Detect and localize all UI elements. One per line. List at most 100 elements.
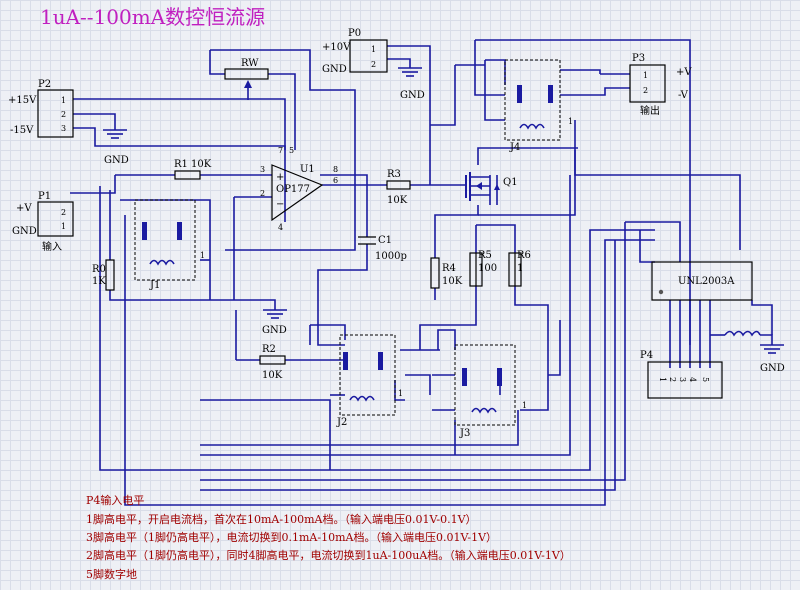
svg-text:J4: J4	[509, 142, 520, 153]
resistor-r3: R3 10K	[386, 169, 411, 206]
relay-j2: J2 1	[336, 334, 403, 428]
svg-text:3: 3	[61, 124, 66, 133]
note-line-2: 2脚高电平（1脚仍高电平），同时4脚高电平，电流切换到1uA-100uA档。（输…	[86, 549, 571, 562]
svg-text:2: 2	[61, 208, 66, 217]
relay-j1: J1 1	[134, 199, 205, 291]
svg-text:R2: R2	[262, 344, 276, 355]
svg-text:R0: R0	[92, 264, 106, 275]
svg-text:U1: U1	[300, 164, 315, 175]
note-line-1: 1脚高电平，开启电流档，首次在10mA-100mA档。（输入端电压0.01V-0…	[86, 513, 477, 526]
svg-text:输出: 输出	[640, 104, 660, 117]
svg-text:J3: J3	[459, 428, 470, 439]
svg-text:J1: J1	[149, 280, 160, 291]
svg-text:R1: R1	[174, 159, 188, 170]
connector-p3: P3 1 2 +V -V 输出	[629, 53, 692, 117]
svg-text:1: 1	[522, 401, 527, 410]
wires	[70, 39, 773, 506]
svg-text:100: 100	[478, 263, 497, 274]
svg-text:GND: GND	[322, 64, 347, 75]
svg-text:GND: GND	[760, 363, 785, 374]
gnd-symbol-p4: GND	[760, 344, 785, 374]
resistor-r2: R2 10K	[259, 344, 286, 381]
svg-text:10K: 10K	[387, 195, 408, 206]
resistor-r0: R0 1K	[92, 259, 115, 291]
svg-text:Q1: Q1	[503, 177, 518, 188]
svg-text:+V: +V	[16, 203, 32, 214]
capacitor-c1: C1 1000p	[358, 235, 407, 262]
svg-text:6: 6	[333, 176, 338, 185]
svg-text:10K: 10K	[442, 276, 463, 287]
svg-text:2: 2	[260, 189, 265, 198]
svg-text:3: 3	[260, 165, 265, 174]
svg-text:-V: -V	[678, 90, 689, 101]
connector-p1: P1 2 1 +V GND 输入	[12, 191, 74, 253]
svg-text:R5: R5	[478, 250, 492, 261]
gnd-symbol-main: GND	[262, 309, 287, 336]
svg-text:+: +	[276, 172, 284, 183]
svg-text:1000p: 1000p	[375, 251, 407, 262]
svg-text:GND: GND	[104, 155, 129, 166]
svg-text:P0: P0	[348, 28, 361, 39]
resistor-r1: R1 10K	[174, 159, 212, 180]
svg-text:2: 2	[643, 86, 648, 95]
svg-text:C1: C1	[378, 235, 392, 246]
gnd-symbol-p2: GND	[103, 129, 129, 166]
resistor-r6: R6 1	[508, 250, 531, 287]
svg-text:1: 1	[643, 71, 648, 80]
note-line-5: 5脚数字地	[86, 568, 137, 581]
svg-text:-15V: -15V	[10, 125, 34, 136]
relay-j4: J4 1	[504, 59, 573, 153]
svg-text:+V: +V	[676, 67, 692, 78]
svg-text:+10V: +10V	[322, 42, 351, 53]
resistor-r5: R5 100	[469, 250, 497, 287]
svg-text:3: 3	[678, 377, 687, 382]
svg-text:J2: J2	[336, 417, 347, 428]
svg-text:10K: 10K	[191, 159, 212, 170]
resistor-r4: R4 10K	[430, 257, 463, 289]
svg-text:4: 4	[278, 223, 283, 232]
svg-text:GND: GND	[400, 90, 425, 101]
note-line-3: 3脚高电平（1脚仍高电平），电流切换到0.1mA-10mA档。（输入端电压0.0…	[86, 531, 498, 544]
svg-text:1: 1	[61, 96, 66, 105]
svg-text:R6: R6	[517, 250, 531, 261]
ic-uln2003a: UNL2003A	[651, 261, 753, 301]
potentiometer-rw: RW	[224, 58, 269, 88]
svg-text:1K: 1K	[92, 276, 106, 287]
mosfet-q1: Q1	[465, 172, 518, 205]
opamp-u1: + − OP177 U1 3 2 6 7 4 8 5	[260, 146, 338, 232]
svg-text:8: 8	[333, 165, 338, 174]
svg-text:P1: P1	[38, 191, 51, 202]
svg-text:2: 2	[371, 60, 376, 69]
svg-text:1: 1	[398, 389, 403, 398]
svg-text:2: 2	[668, 377, 677, 382]
svg-text:UNL2003A: UNL2003A	[678, 276, 735, 287]
svg-text:P2: P2	[38, 79, 51, 90]
svg-text:5: 5	[289, 146, 294, 155]
gnd-symbol-p0: GND	[398, 67, 425, 101]
svg-text:OP177: OP177	[276, 184, 310, 195]
svg-text:+15V: +15V	[8, 95, 37, 106]
schematic-title: 1uA--100mA数控恒流源	[40, 5, 265, 29]
svg-text:4: 4	[688, 377, 697, 382]
svg-text:1: 1	[200, 251, 205, 260]
connector-p4: P4 1 2 3 4 5	[640, 350, 723, 399]
svg-text:RW: RW	[241, 58, 259, 69]
svg-text:R4: R4	[442, 263, 456, 274]
connector-p2: P2 1 2 3 +15V -15V	[8, 79, 74, 138]
inductor-gnd	[724, 330, 761, 337]
svg-text:输入: 输入	[42, 240, 62, 253]
svg-text:1: 1	[517, 263, 523, 274]
svg-text:P3: P3	[632, 53, 645, 64]
svg-text:GND: GND	[12, 226, 37, 237]
note-heading: P4输入电平	[86, 494, 145, 507]
svg-text:−: −	[276, 199, 284, 210]
svg-text:1: 1	[61, 222, 66, 231]
relay-j3: J3 1	[454, 344, 527, 439]
svg-text:1: 1	[371, 45, 376, 54]
svg-text:1: 1	[658, 377, 667, 382]
svg-text:10K: 10K	[262, 370, 283, 381]
svg-text:P4: P4	[640, 350, 653, 361]
connector-p0: P0 1 2 +10V GND	[322, 28, 388, 75]
